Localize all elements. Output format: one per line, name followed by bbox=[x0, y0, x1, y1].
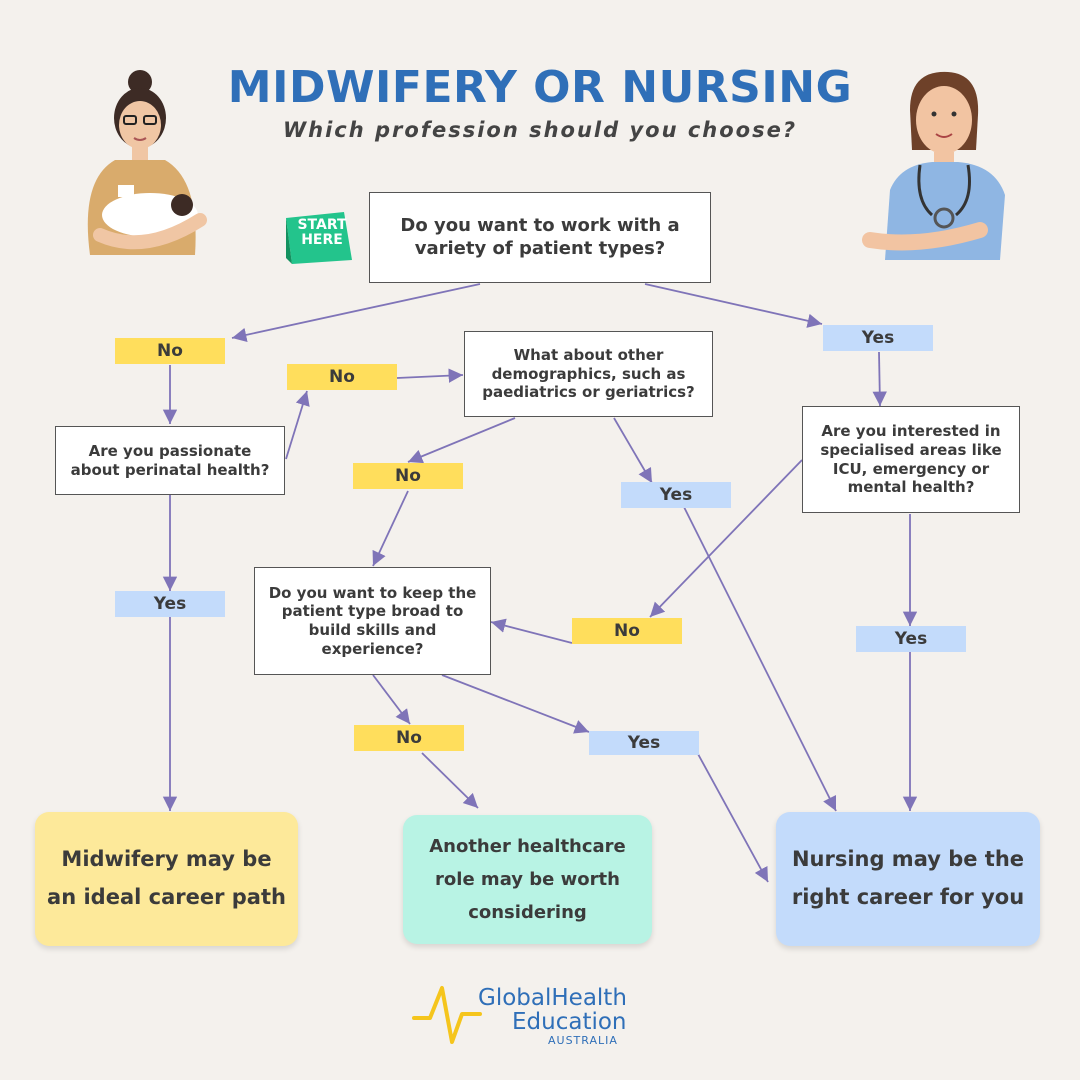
yes-label: Yes bbox=[589, 731, 699, 755]
question-other-demographics: What about other demographics, such as p… bbox=[464, 331, 713, 417]
yes-label: Yes bbox=[115, 591, 225, 617]
page-title: MIDWIFERY OR NURSING bbox=[227, 62, 853, 113]
question-variety-patient-types: Do you want to work with a variety of pa… bbox=[369, 192, 711, 283]
page-subtitle: Which profession should you choose? bbox=[282, 118, 798, 142]
logo-text-australia: AUSTRALIA bbox=[548, 1034, 618, 1047]
logo-heartbeat-icon bbox=[412, 986, 482, 1044]
start-here-badge bbox=[286, 212, 352, 264]
no-label: No bbox=[354, 725, 464, 751]
result-nursing: Nursing may be the right career for you bbox=[776, 812, 1040, 946]
question-perinatal-health: Are you passionate about perinatal healt… bbox=[55, 426, 285, 495]
question-broad-patient-type: Do you want to keep the patient type bro… bbox=[254, 567, 491, 675]
midwife-illustration bbox=[87, 70, 207, 255]
no-label: No bbox=[287, 364, 397, 390]
no-label: No bbox=[353, 463, 463, 489]
question-specialised-areas: Are you interested in specialised areas … bbox=[802, 406, 1020, 513]
yes-label: Yes bbox=[856, 626, 966, 652]
no-label: No bbox=[115, 338, 225, 364]
logo-text-globalhealth: GlobalHealth bbox=[478, 985, 627, 1011]
yes-label: Yes bbox=[823, 325, 933, 351]
nurse-illustration bbox=[862, 71, 1005, 260]
no-label: No bbox=[572, 618, 682, 644]
yes-label: Yes bbox=[621, 482, 731, 508]
result-other-healthcare-role: Another healthcare role may be worth con… bbox=[403, 815, 652, 944]
logo-text-education: Education bbox=[512, 1009, 627, 1035]
result-midwifery: Midwifery may be an ideal career path bbox=[35, 812, 298, 946]
start-here-text: START HERE bbox=[297, 217, 347, 248]
